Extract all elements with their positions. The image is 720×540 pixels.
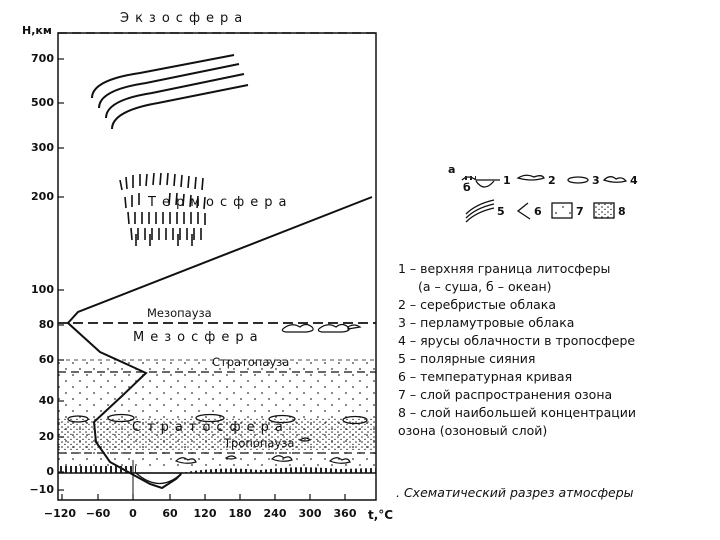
- stratosphere-label: Стратосфера: [132, 421, 289, 435]
- y-tick-label: −10: [10, 483, 54, 496]
- legend-item-8-detail: озона (озоновый слой): [398, 422, 547, 440]
- y-tick-label: 100: [10, 283, 54, 296]
- y-tick-label: 20: [10, 430, 54, 443]
- aurora-arcs: [92, 55, 248, 129]
- x-tick-label: 0: [129, 507, 137, 520]
- legend-item-5: 5 – полярные сияния: [398, 350, 535, 368]
- legend-num-7: 7: [576, 205, 584, 218]
- y-tick-label: 500: [10, 96, 54, 109]
- ocean-basin: [136, 473, 182, 484]
- mesosphere-label: Мезосфера: [133, 331, 264, 345]
- legend-item-6: 6 – температурная кривая: [398, 368, 572, 386]
- legend-item-1: 1 – верхняя граница литосферы: [398, 260, 610, 278]
- x-tick-label: −120: [44, 507, 76, 520]
- x-tick-label: 180: [229, 507, 252, 520]
- x-tick-label: 240: [264, 507, 287, 520]
- legend-item-2: 2 – серебристые облака: [398, 296, 556, 314]
- y-tick-label: 0: [10, 465, 54, 478]
- y-tick-label: 60: [10, 353, 54, 366]
- thermosphere-label: Термосфера: [148, 196, 292, 210]
- noctilucent-clouds: [282, 325, 360, 333]
- y-tick-label: 300: [10, 141, 54, 154]
- x-tick-label: −60: [86, 507, 111, 520]
- x-axis-ticks: [62, 494, 345, 500]
- legend-num-8: 8: [618, 205, 626, 218]
- exosphere-label: Экзосфера: [120, 12, 248, 26]
- legend-sym-a: а: [448, 163, 455, 176]
- legend-num-4: 4: [630, 174, 638, 187]
- x-tick-label: 120: [194, 507, 217, 520]
- y-tick-label: 700: [10, 52, 54, 65]
- y-tick-label: 40: [10, 394, 54, 407]
- x-tick-label: 60: [162, 507, 177, 520]
- y-tick-label: 200: [10, 190, 54, 203]
- legend-num-5: 5: [497, 205, 505, 218]
- legend-sym-b: б: [463, 181, 471, 194]
- y-tick-label: 80: [10, 318, 54, 331]
- legend-item-1-detail: (а – суша, б – океан): [418, 278, 552, 296]
- legend-num-1: 1: [503, 174, 511, 187]
- legend-num-3: 3: [592, 174, 600, 187]
- x-tick-label: 300: [299, 507, 322, 520]
- x-axis-title: t,°C: [368, 508, 393, 522]
- stratopause-label: Стратопауза: [212, 355, 289, 369]
- legend-item-4: 4 – ярусы облачности в тропосфере: [398, 332, 635, 350]
- legend-symbols: [462, 175, 626, 222]
- figure-caption: . Схематический разрез атмосферы: [396, 486, 634, 500]
- legend-num-2: 2: [548, 174, 556, 187]
- legend-7-fill: [552, 203, 572, 218]
- mesopause-label: Мезопауза: [147, 306, 212, 320]
- legend-item-3: 3 – перламутровые облака: [398, 314, 574, 332]
- lithosphere-land: [58, 466, 136, 473]
- legend-item-7: 7 – слой распространения озона: [398, 386, 612, 404]
- x-tick-label: 360: [334, 507, 357, 520]
- y-axis-title: Н,км: [22, 24, 52, 38]
- legend-item-8: 8 – слой наибольшей концентрации: [398, 404, 636, 422]
- tropopause-label: Тропопауза: [224, 436, 294, 450]
- legend-num-6: 6: [534, 205, 542, 218]
